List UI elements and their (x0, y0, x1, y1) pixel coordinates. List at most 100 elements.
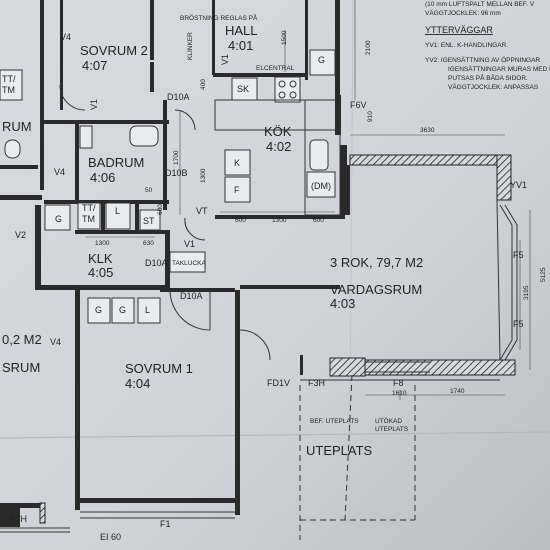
dim-label: 1700 (173, 150, 180, 165)
left-room2-label: RUM (2, 119, 32, 134)
room-sovrum2: SOVRUM 2 4:07 (80, 43, 148, 73)
room-number: 4:01 (228, 38, 253, 53)
room-kok: KÖK 4:02 (264, 124, 292, 154)
code-d10b: D10B (165, 168, 188, 178)
note-yv2-1: YV2: IGENSÄTTNING AV ÖPPNINGAR (425, 56, 540, 64)
code-vt: VT (196, 206, 208, 216)
code-f3h: F3H (10, 514, 27, 524)
dimension-labels: 2100 1500 3630 1300 600 600 1300 630 512… (95, 30, 547, 397)
code-taklucka: TAKLUCKA (172, 260, 206, 267)
room-number: 4:02 (266, 139, 291, 154)
code-g: G (318, 55, 325, 65)
note-bef-uteplats: BEF. UTEPLATS (310, 418, 359, 425)
note-yv2-2: IGENSÄTTNINGAR MURAS MED LEC (448, 65, 550, 73)
room-number: 4:07 (82, 58, 107, 73)
code-v2: V2 (15, 230, 26, 240)
walls (0, 0, 516, 527)
code-elcentral: ELCENTRAL (256, 65, 295, 72)
note-yv2-4: VÄGGTJOCKLEK: ANPASSAS (448, 83, 539, 91)
room-sovrum1: SOVRUM 1 4:04 (125, 361, 193, 391)
dimension-lines (85, 0, 531, 400)
code-d10a: D10A (167, 92, 190, 102)
element-codes: V4 V4 V4 V2 V1 V1 V1 VT D10A D10A D10A D… (2, 32, 527, 542)
code-f5: F5 (513, 250, 524, 260)
code-l: L (115, 206, 120, 216)
dim-label: 400 (200, 79, 207, 90)
partial-labels: 0,2 M2 SRUM RUM (2, 119, 42, 375)
note-yttervaggar-title: YTTERVÄGGAR (425, 25, 493, 35)
note-utokad-1: UTÖKAD (375, 417, 402, 425)
room-name: BADRUM (88, 155, 144, 170)
code-f6v: F6V (350, 100, 367, 110)
dim-label: 1500 (281, 30, 288, 45)
code-v1: V1 (220, 54, 230, 65)
note-top-1: (10 mm LUFTSPALT MELLAN BEF. V (425, 1, 535, 8)
code-f8: F8 (393, 378, 404, 388)
dim-label: 1740 (450, 388, 465, 395)
code-l: L (145, 305, 150, 315)
code-tt: TT/ (2, 74, 16, 84)
dim-label: 1300 (95, 240, 110, 247)
dim-label: 3630 (420, 127, 435, 134)
room-badrum: BADRUM 4:06 (88, 155, 144, 185)
note-yv2-3: PUTSAS PÅ BÅDA SIDOR. (448, 73, 528, 82)
dim-label: 2100 (365, 40, 372, 55)
room-number: 4:06 (90, 170, 115, 185)
dim-label: 600 (235, 217, 246, 224)
dim-label: 1300 (200, 168, 207, 183)
apartment-summary: 3 ROK, 79,7 M2 (330, 255, 423, 270)
dim-label: 3195 (523, 285, 530, 300)
code-dm: (DM) (311, 181, 331, 191)
dim-label: 910 (367, 111, 374, 122)
code-d10a: D10A (145, 258, 168, 268)
dim-label: 1300 (272, 217, 287, 224)
code-v1: V1 (89, 99, 99, 110)
code-yv1: YV1 (510, 180, 527, 190)
dim-label: 600 (313, 217, 324, 224)
note-top-2: VÄGGTJOCKLEK: 96 mm (425, 9, 501, 17)
code-st: ST (143, 216, 155, 226)
room-name: SOVRUM 1 (125, 361, 193, 376)
code-d10a: D10A (180, 291, 203, 301)
dim-label: 5125 (540, 267, 547, 282)
code-v4: V4 (50, 337, 61, 347)
code-f5: F5 (513, 319, 524, 329)
windows (0, 361, 430, 533)
code-f3h: F3H (308, 378, 325, 388)
code-v4: V4 (60, 32, 71, 42)
note-brostning: BRÖSTNING REGLAS PÅ (180, 13, 258, 22)
room-name: KÖK (264, 124, 292, 139)
room-klk: KLK 4:05 (88, 251, 113, 280)
bay-window (496, 199, 518, 361)
room-name: SOVRUM 2 (80, 43, 148, 58)
code-tm: TM (2, 85, 15, 95)
code-sk: SK (237, 84, 249, 94)
door-swings (59, 84, 271, 361)
notes-block: (10 mm LUFTSPALT MELLAN BEF. V VÄGGTJOCK… (180, 1, 550, 433)
note-utokad-2: UTEPLATS (375, 426, 409, 433)
note-yv1: YV1: ENL. K-HANDLINGAR. (425, 42, 508, 49)
code-g: G (55, 214, 62, 224)
code-v4: V4 (54, 167, 65, 177)
dim-label: 600 (157, 204, 164, 215)
code-v1: V1 (184, 239, 195, 249)
code-klinker: KLINKER (187, 32, 194, 60)
code-f: F (234, 185, 240, 195)
room-number: 4:03 (330, 296, 355, 311)
dim-label: 50 (145, 187, 153, 194)
room-vardagsrum: 3 ROK, 79,7 M2 VARDAGSRUM 4:03 (330, 255, 423, 311)
room-hall: HALL 4:01 (225, 23, 258, 53)
dim-label: 630 (143, 240, 154, 247)
code-tt: TT/ (82, 203, 96, 213)
room-name: KLK (88, 251, 113, 266)
dim-label: 1610 (392, 390, 407, 397)
left-room-label: SRUM (2, 360, 40, 375)
room-name: HALL (225, 23, 258, 38)
room-number: 4:04 (125, 376, 150, 391)
left-area-label: 0,2 M2 (2, 332, 42, 347)
room-name: UTEPLATS (306, 443, 373, 458)
fixtures (0, 49, 341, 324)
room-number: 4:05 (88, 265, 113, 280)
code-tm: TM (82, 214, 95, 224)
